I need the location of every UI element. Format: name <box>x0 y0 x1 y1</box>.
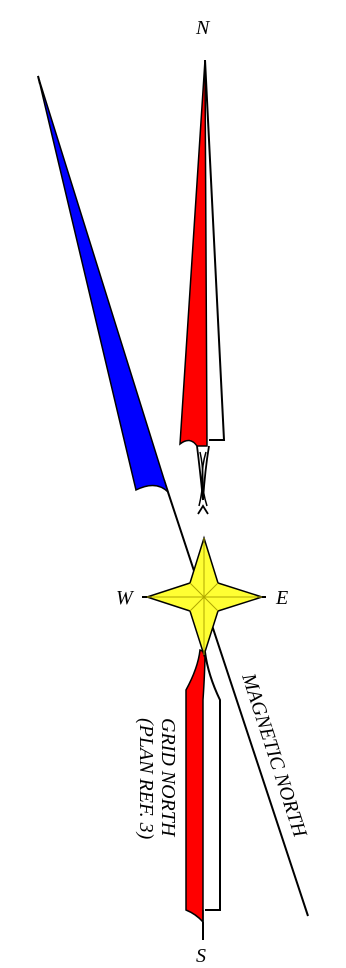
north-label: N <box>195 17 211 39</box>
magnetic-north-needle <box>37 75 169 493</box>
east-label: E <box>275 587 288 609</box>
grid-north-lower-needle <box>185 648 221 940</box>
west-label: W <box>116 587 135 609</box>
grid-north-label-line1: GRID NORTH <box>157 718 179 838</box>
magnetic-north-line <box>163 479 309 917</box>
grid-north-label-line2: (PLAN REF. 3) <box>135 718 157 840</box>
compass-star <box>142 535 266 658</box>
south-label: S <box>196 945 206 967</box>
grid-north-label: GRID NORTH (PLAN REF. 3) <box>135 718 179 840</box>
grid-north-upper-needle <box>179 59 226 515</box>
